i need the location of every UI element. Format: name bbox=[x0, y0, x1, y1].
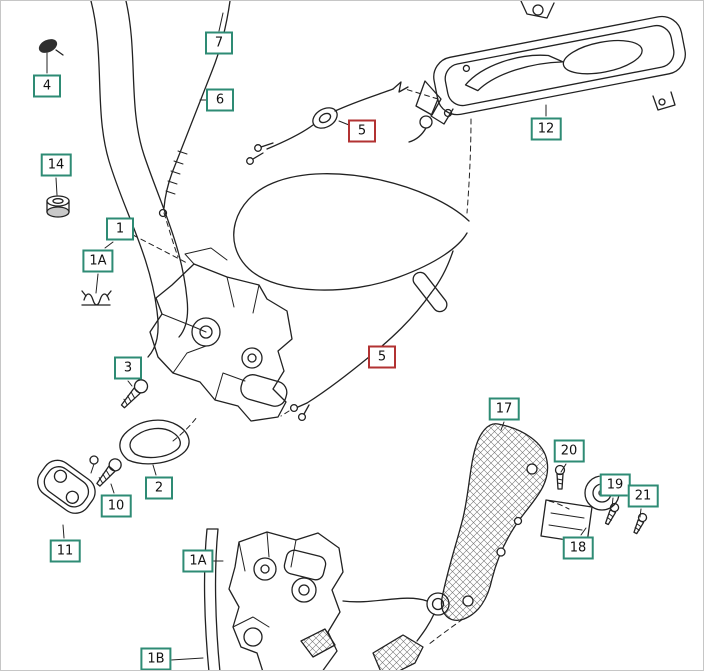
callout-3[interactable]: 3 bbox=[114, 356, 142, 380]
door-lock-assembly-lower bbox=[203, 528, 344, 670]
callout-1a-upper[interactable]: 1A bbox=[82, 249, 114, 273]
handle-gasket-2 bbox=[119, 419, 190, 465]
callout-17[interactable]: 17 bbox=[488, 397, 520, 421]
cable-ring-and-bracket bbox=[342, 592, 450, 670]
callout-12[interactable]: 12 bbox=[530, 117, 562, 141]
callout-21[interactable]: 21 bbox=[627, 484, 659, 508]
bowden-cable-loop bbox=[233, 173, 470, 422]
door-lock-assembly-upper bbox=[149, 247, 293, 422]
bowden-cable-upper-end bbox=[246, 81, 409, 165]
callout-18[interactable]: 18 bbox=[562, 536, 594, 560]
callout-1[interactable]: 1 bbox=[106, 217, 134, 241]
callout-6[interactable]: 6 bbox=[206, 88, 234, 112]
striker-plate-11 bbox=[37, 455, 99, 514]
control-rod bbox=[158, 1, 231, 218]
window-frame-rails bbox=[90, 1, 189, 358]
callout-11[interactable]: 11 bbox=[49, 539, 81, 563]
screw-21 bbox=[633, 512, 648, 535]
clip-part-4 bbox=[38, 39, 64, 56]
retainer-clip-1a bbox=[81, 290, 112, 306]
callout-14[interactable]: 14 bbox=[40, 153, 72, 177]
callout-19[interactable]: 19 bbox=[599, 473, 631, 497]
leader-lines bbox=[46, 12, 642, 661]
grommet-part-14 bbox=[46, 195, 70, 218]
callout-5-lower[interactable]: 5 bbox=[368, 345, 396, 369]
screw-10 bbox=[96, 458, 122, 487]
callout-4[interactable]: 4 bbox=[33, 74, 61, 98]
callout-5-upper[interactable]: 5 bbox=[348, 119, 376, 143]
callout-20[interactable]: 20 bbox=[553, 439, 585, 463]
assembly-guide-lines bbox=[132, 88, 570, 646]
interior-door-handle bbox=[408, 1, 686, 143]
screw-20 bbox=[554, 464, 566, 490]
callout-7[interactable]: 7 bbox=[205, 31, 233, 55]
screw-19 bbox=[604, 502, 620, 526]
screw-3 bbox=[120, 379, 149, 409]
callout-1b[interactable]: 1B bbox=[140, 647, 172, 670]
callout-2[interactable]: 2 bbox=[145, 476, 173, 500]
callout-1a-lower[interactable]: 1A bbox=[182, 549, 214, 573]
carrier-plate-17 bbox=[440, 423, 549, 621]
callout-10[interactable]: 10 bbox=[100, 494, 132, 518]
